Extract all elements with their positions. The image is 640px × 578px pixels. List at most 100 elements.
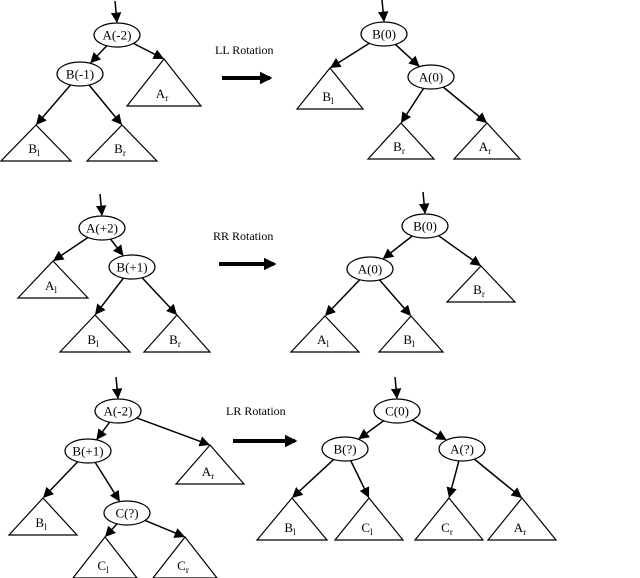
root-pointer-arrow bbox=[377, 0, 389, 23]
tree-edge bbox=[291, 458, 335, 499]
subtree-label: Al bbox=[45, 278, 57, 295]
tree-node-b bbox=[56, 61, 104, 87]
tree-edge bbox=[94, 462, 120, 502]
subtree-label: Bl bbox=[35, 515, 47, 532]
node-label: B(?) bbox=[333, 442, 356, 457]
subtree-ar-triangle bbox=[452, 122, 522, 160]
subtree-cl-triangle bbox=[333, 497, 405, 541]
node-label: B(-1) bbox=[66, 67, 94, 82]
node-label: A(?) bbox=[450, 442, 474, 457]
subtree-label: Bl bbox=[403, 332, 415, 349]
subtree-br-triangle bbox=[366, 122, 436, 160]
root-pointer-arrow bbox=[390, 376, 402, 400]
node-label: A(0) bbox=[358, 262, 383, 277]
tree-edge bbox=[109, 238, 124, 256]
tree-edge bbox=[411, 419, 447, 441]
tree-edge bbox=[144, 519, 186, 538]
tree-edge bbox=[378, 279, 412, 317]
subtree-label: Bl bbox=[87, 332, 99, 349]
tree-edge bbox=[104, 523, 118, 538]
node-label: C(?) bbox=[115, 506, 138, 521]
tree-node-a bbox=[78, 215, 126, 241]
tree-node-c bbox=[373, 398, 421, 424]
root-pointer-arrow bbox=[418, 191, 430, 215]
tree-edge bbox=[96, 421, 111, 440]
subtree-label: Cr bbox=[177, 558, 189, 575]
tree-edge bbox=[141, 277, 178, 316]
tree-node-a bbox=[407, 64, 455, 90]
subtree-cl-triangle bbox=[72, 536, 138, 578]
tree-edge bbox=[350, 460, 370, 499]
node-label: B(+1) bbox=[116, 260, 147, 275]
subtree-label: Ar bbox=[156, 86, 168, 103]
subtree-br-triangle bbox=[142, 314, 212, 353]
subtree-label: Br bbox=[169, 332, 181, 349]
tree-edge bbox=[446, 460, 460, 499]
tree-edge bbox=[42, 461, 79, 499]
tree-edge bbox=[94, 277, 125, 316]
subtree-bl-triangle bbox=[0, 124, 73, 162]
tree-node-b bbox=[360, 21, 408, 47]
subtree-al-triangle bbox=[289, 315, 361, 353]
subtree-label: Ar bbox=[202, 464, 214, 481]
tree-node-a bbox=[438, 436, 486, 462]
node-label: B(+1) bbox=[72, 444, 103, 459]
tree-node-b bbox=[321, 436, 369, 462]
subtree-label: Al bbox=[317, 332, 329, 349]
subtree-cr-triangle bbox=[413, 497, 485, 541]
subtree-bl-triangle bbox=[377, 315, 445, 353]
root-pointer-arrow bbox=[95, 193, 107, 217]
tree-node-b bbox=[401, 213, 449, 239]
tree-node-c bbox=[103, 500, 151, 526]
subtree-bl-triangle bbox=[255, 497, 329, 541]
node-label: C(0) bbox=[385, 404, 409, 419]
node-label: A(-2) bbox=[104, 404, 133, 419]
subtree-label: Ar bbox=[514, 520, 526, 537]
subtree-bl-triangle bbox=[58, 314, 132, 353]
subtree-label: Ar bbox=[479, 139, 491, 156]
tree-node-a bbox=[346, 256, 394, 282]
tree-node-a bbox=[93, 22, 141, 48]
tree-edge bbox=[88, 84, 123, 126]
rotation-title: LL Rotation bbox=[215, 43, 274, 57]
tree-node-b bbox=[108, 254, 156, 280]
root-pointer-arrow bbox=[110, 0, 122, 24]
tree-node-a bbox=[94, 398, 142, 424]
subtree-label: Bl bbox=[284, 520, 296, 537]
rotation-title: RR Rotation bbox=[213, 229, 273, 243]
subtree-br-triangle bbox=[85, 124, 159, 162]
subtree-ar-triangle bbox=[486, 497, 558, 541]
tree-edge bbox=[394, 43, 420, 67]
subtree-cr-triangle bbox=[152, 536, 218, 578]
subtree-label: Cl bbox=[97, 558, 109, 575]
tree-edge bbox=[35, 84, 72, 126]
subtree-label: Br bbox=[473, 282, 485, 299]
tree-edge bbox=[329, 42, 370, 69]
tree-edge bbox=[438, 235, 482, 267]
tree-edge bbox=[133, 42, 165, 60]
subtree-ar-triangle bbox=[174, 444, 246, 485]
subtree-label: Cr bbox=[441, 520, 453, 537]
subtree-label: Bl bbox=[28, 141, 40, 158]
tree-edge bbox=[358, 420, 385, 440]
tree-edge bbox=[382, 235, 413, 260]
tree-edge bbox=[400, 87, 425, 124]
subtree-label: Br bbox=[114, 141, 126, 158]
subtree-br-triangle bbox=[445, 265, 517, 303]
node-label: B(0) bbox=[413, 219, 437, 234]
tree-node-b bbox=[64, 438, 112, 464]
tree-edge bbox=[473, 458, 523, 499]
subtree-al-triangle bbox=[16, 260, 90, 299]
node-label: A(-2) bbox=[103, 28, 132, 43]
node-label: B(0) bbox=[372, 27, 396, 42]
subtree-label: Cl bbox=[361, 520, 373, 537]
node-label: A(0) bbox=[419, 70, 444, 85]
tree-edge bbox=[442, 86, 488, 124]
subtree-ar-triangle bbox=[125, 58, 203, 107]
tree-edge bbox=[52, 236, 89, 262]
root-pointer-arrow bbox=[111, 376, 123, 400]
subtree-bl-triangle bbox=[295, 67, 365, 110]
tree-edge bbox=[90, 45, 108, 64]
subtree-bl-triangle bbox=[7, 497, 79, 536]
